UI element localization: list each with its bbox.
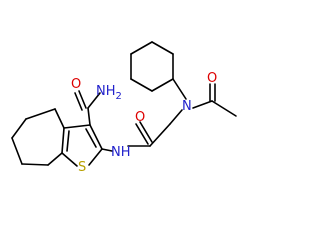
amide-oxygen-label: O bbox=[71, 77, 81, 92]
bond bbox=[74, 92, 83, 111]
bond bbox=[11, 118, 27, 139]
bond bbox=[130, 41, 153, 55]
bond bbox=[139, 121, 153, 143]
bond bbox=[25, 108, 56, 120]
bond bbox=[89, 124, 103, 150]
bond bbox=[169, 109, 183, 125]
bond bbox=[87, 107, 91, 126]
bond bbox=[151, 41, 174, 55]
carbonyl-oxygen-label: O bbox=[135, 110, 145, 125]
bond bbox=[78, 90, 87, 109]
bond bbox=[151, 78, 174, 92]
tertiary-nitrogen-label: N bbox=[182, 99, 192, 114]
bond bbox=[88, 148, 103, 166]
bond bbox=[172, 78, 187, 100]
bond bbox=[101, 148, 113, 152]
molecule-canvas: NH2 O S NH O N O bbox=[11, 41, 237, 175]
molecule-structure: NH2 O S NH O N O bbox=[11, 41, 237, 175]
bond bbox=[61, 152, 78, 167]
thiophene-ring bbox=[61, 124, 103, 167]
bond bbox=[11, 137, 23, 165]
bond bbox=[85, 128, 97, 148]
tetrahydro-ring bbox=[11, 108, 65, 166]
bond bbox=[135, 123, 149, 145]
bond bbox=[130, 78, 153, 92]
bond bbox=[192, 100, 213, 109]
bond bbox=[66, 130, 70, 152]
acetyl-oxygen-label: O bbox=[207, 71, 217, 86]
amide-nh2-label: NH2 bbox=[96, 84, 122, 102]
glycinamide-linker bbox=[101, 109, 183, 152]
bond bbox=[21, 163, 49, 166]
bond bbox=[63, 124, 91, 129]
bond bbox=[61, 127, 65, 154]
cyclohexyl-ring bbox=[130, 41, 174, 92]
thiophene-sulfur-label: S bbox=[78, 160, 86, 175]
carboxamide-group bbox=[74, 90, 101, 126]
bond bbox=[87, 92, 101, 109]
acetyl-group bbox=[192, 83, 237, 117]
bond bbox=[211, 100, 237, 117]
bond bbox=[47, 152, 63, 166]
amine-nh-label: NH bbox=[111, 145, 131, 160]
bond bbox=[149, 123, 171, 147]
bond bbox=[54, 108, 65, 129]
